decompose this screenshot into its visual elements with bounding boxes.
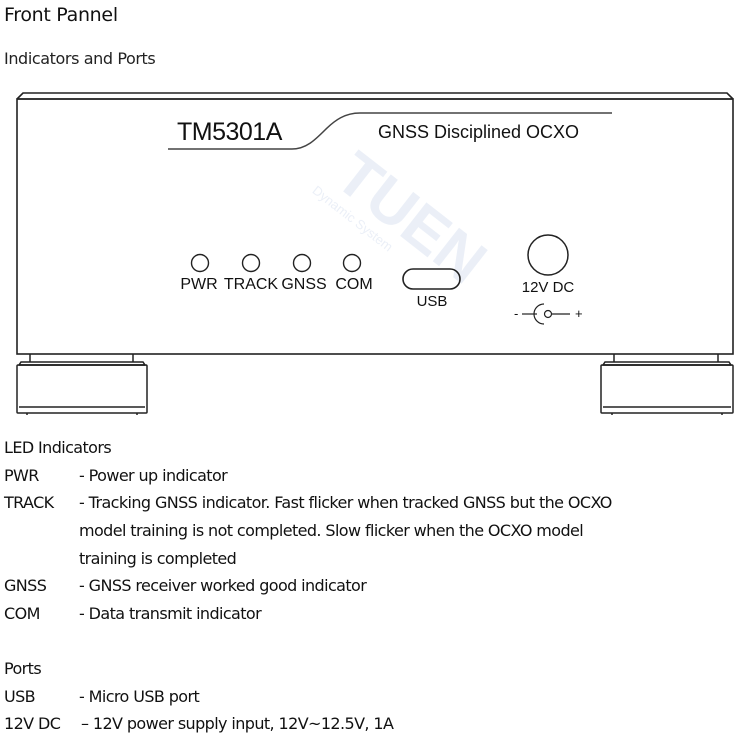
led-desc-gnss: - GNSS receiver worked good indicator [79,576,367,595]
left-foot [16,354,148,415]
led-term-com: COM [4,604,40,623]
front-panel-diagram: TM5301A GNSS Disciplined OCXO TUEN Dynam… [16,92,734,415]
product-name: GNSS Disciplined OCXO [378,122,579,142]
led-term-pwr: PWR [4,466,39,485]
led-track-icon [241,253,261,273]
led-desc-pwr: - Power up indicator [79,466,228,485]
led-label-com: COM [335,276,372,293]
led-desc-track: - Tracking GNSS indicator. Fast flicker … [79,493,612,512]
port-term-usb: USB [4,687,36,706]
port-term-dc: 12V DC [4,714,61,733]
dc-jack-icon [527,234,569,276]
dc-label: 12V DC [522,279,575,296]
led-pwr-icon [190,253,210,273]
led-term-gnss: GNSS [4,576,47,595]
led-label-track: TRACK [224,276,279,293]
led-group [190,253,362,273]
page-subtitle: Indicators and Ports [4,49,156,68]
led-term-track: TRACK [4,493,54,512]
polarity-plus: + [575,306,583,321]
led-label-pwr: PWR [180,276,217,293]
polarity-minus: - [514,306,518,321]
chassis [16,92,734,355]
port-desc-usb: - Micro USB port [79,687,200,706]
page-title: Front Pannel [4,4,118,26]
label-swoosh-line [168,112,612,150]
usb-label: USB [417,293,448,310]
led-label-gnss: GNSS [281,276,326,293]
led-desc-track-line2: model training is not completed. Slow fl… [79,521,584,540]
led-gnss-icon [292,253,312,273]
right-foot [600,354,734,415]
usb-port-icon [402,268,461,290]
led-com-icon [342,253,362,273]
dc-polarity-icon [522,303,570,325]
led-desc-com: - Data transmit indicator [79,604,262,623]
model-label: TM5301A [177,118,283,146]
port-desc-dc: – 12V power supply input, 12V~12.5V, 1A [81,714,394,733]
led-section-title: LED Indicators [4,438,112,457]
ports-section-title: Ports [4,659,42,678]
led-desc-track-line3: training is completed [79,549,237,568]
